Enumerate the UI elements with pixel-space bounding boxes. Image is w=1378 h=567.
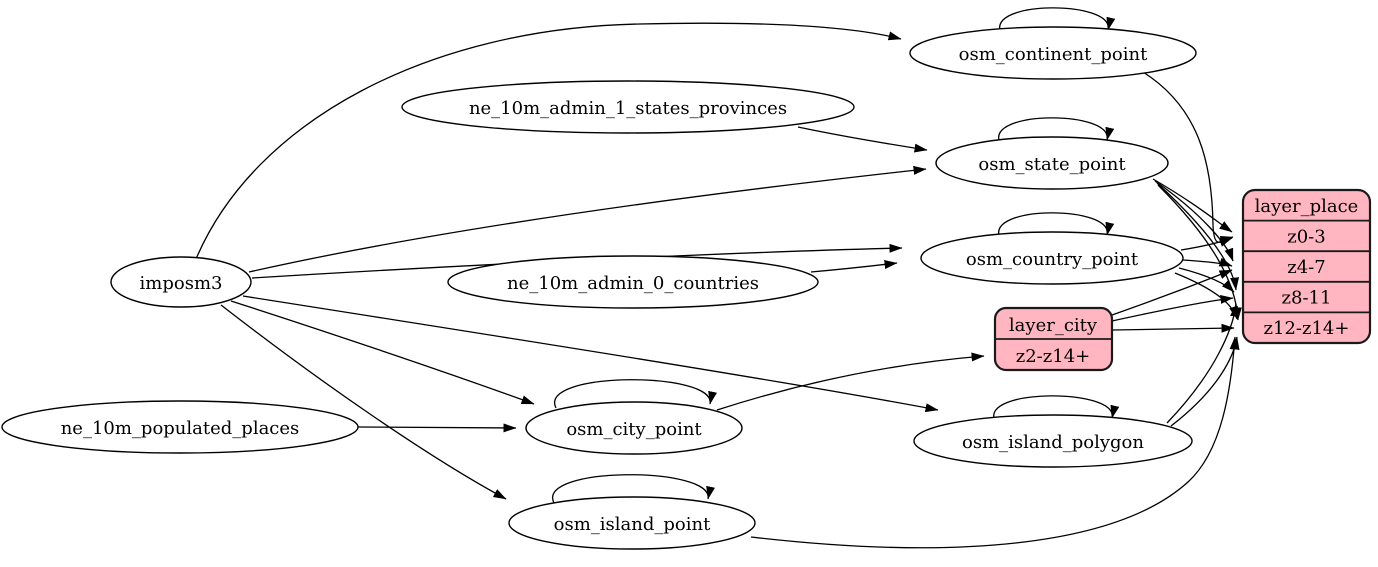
edge-osm_island_polygon-layer_place-z12 — [1170, 336, 1240, 427]
edge-osm_city_point-layer_city-z2 — [716, 352, 985, 411]
self-loop-osm_island_point — [552, 474, 715, 504]
node-osm_country_point: osm_country_point — [920, 231, 1184, 285]
ne_10m_populated_places-shape — [1, 400, 359, 454]
node-layer_place: layer_place z0-3 z4-7 z8-11 z12-z14+ — [1241, 188, 1372, 345]
edge-imposm3-osm_city_point — [230, 300, 535, 405]
edge-imposm3-osm_island_point — [220, 304, 507, 500]
osm_country_point-label: osm_country_point — [966, 249, 1139, 270]
layer_city-title: layer_city — [1009, 315, 1098, 336]
edge-ne_10m_admin_0_countries-osm_country_point — [810, 260, 898, 273]
node-osm_state_point: osm_state_point — [935, 136, 1169, 190]
osm_continent_point-shape — [909, 26, 1197, 80]
layer_place-row-z0-3: z0-3 — [1287, 227, 1325, 248]
osm_state_point-label: osm_state_point — [978, 154, 1126, 175]
node-ne_10m_admin_1_states_provinces: ne_10m_admin_1_states_provinces — [401, 80, 855, 134]
imposm3-label: imposm3 — [140, 273, 223, 294]
node-osm_city_point: osm_city_point — [525, 401, 743, 455]
edge-osm_country_point-layer_place-z0-3 — [1180, 237, 1233, 251]
edge-osm_country_point-layer_place-z4-7 — [1182, 257, 1233, 267]
layer_place-title: layer_place — [1255, 196, 1359, 217]
self-loop-osm_island_polygon — [993, 395, 1120, 422]
edge-osm_country_point-layer_place-z12 — [1174, 272, 1238, 320]
osm_country_point-shape — [920, 231, 1184, 285]
layer_place-row-z4-7: z4-7 — [1287, 257, 1325, 278]
node-osm_island_polygon: osm_island_polygon — [913, 414, 1193, 468]
ne_10m_admin_0_countries-shape — [447, 255, 819, 309]
osm_island_polygon-label: osm_island_polygon — [962, 432, 1144, 453]
node-ne_10m_admin_0_countries: ne_10m_admin_0_countries — [447, 255, 819, 309]
edge-layer_city-layer_place-z12 — [1111, 323, 1235, 333]
edge-imposm3-osm_continent_point — [195, 22, 902, 260]
edge-imposm3-osm_state_point — [248, 165, 927, 273]
edge-osm_island_point-layer_place-z12 — [750, 336, 1239, 549]
node-osm_island_point: osm_island_point — [508, 496, 756, 550]
ne_10m_admin_0_countries-label: ne_10m_admin_0_countries — [507, 273, 759, 294]
self-loop-osm_country_point — [998, 212, 1115, 239]
edge-imposm3-osm_island_polygon — [242, 295, 939, 413]
ne_10m_admin_1_states_provinces-label: ne_10m_admin_1_states_provinces — [469, 98, 787, 119]
self-loop-osm_state_point — [998, 117, 1115, 144]
node-layer_city: layer_city z2-z14+ — [993, 306, 1114, 372]
ne_10m_populated_places-label: ne_10m_populated_places — [61, 418, 300, 439]
edge-ne_10m_populated_places-osm_city_point — [357, 423, 517, 433]
self-loop-osm_continent_point — [999, 7, 1116, 34]
edge-osm_state_point-layer_place-z0-3 — [1152, 178, 1233, 233]
layer_place-row-z8-11: z8-11 — [1282, 288, 1332, 309]
layer_place-box — [1241, 188, 1372, 345]
osm_island_polygon-shape — [913, 414, 1193, 468]
layer_place-row-z12-z14: z12-z14+ — [1264, 318, 1350, 339]
edge-group — [195, 7, 1242, 549]
self-loop-osm_city_point — [554, 379, 717, 409]
node-ne_10m_populated_places: ne_10m_populated_places — [1, 400, 359, 454]
edge-ne_10m_admin_1_states_provinces-osm_state_point — [797, 126, 928, 153]
osm_city_point-label: osm_city_point — [566, 419, 702, 440]
layer_city-row-z2-z14: z2-z14+ — [1016, 346, 1091, 367]
edge-osm_state_point-layer_place-z8-11 — [1156, 182, 1240, 291]
osm_city_point-shape — [525, 401, 743, 455]
osm_continent_point-label: osm_continent_point — [959, 44, 1148, 65]
node-imposm3: imposm3 — [110, 256, 252, 308]
osm_island_point-shape — [508, 496, 756, 550]
osm_state_point-shape — [935, 136, 1169, 190]
ne_10m_admin_1_states_provinces-shape — [401, 80, 855, 134]
edge-layer_city-layer_place-z8-11 — [1111, 294, 1234, 322]
imposm3-shape — [110, 256, 252, 308]
edge-osm_state_point-layer_place-z4-7 — [1154, 180, 1234, 262]
node-osm_continent_point: osm_continent_point — [909, 26, 1197, 80]
osm_island_point-label: osm_island_point — [554, 514, 711, 535]
